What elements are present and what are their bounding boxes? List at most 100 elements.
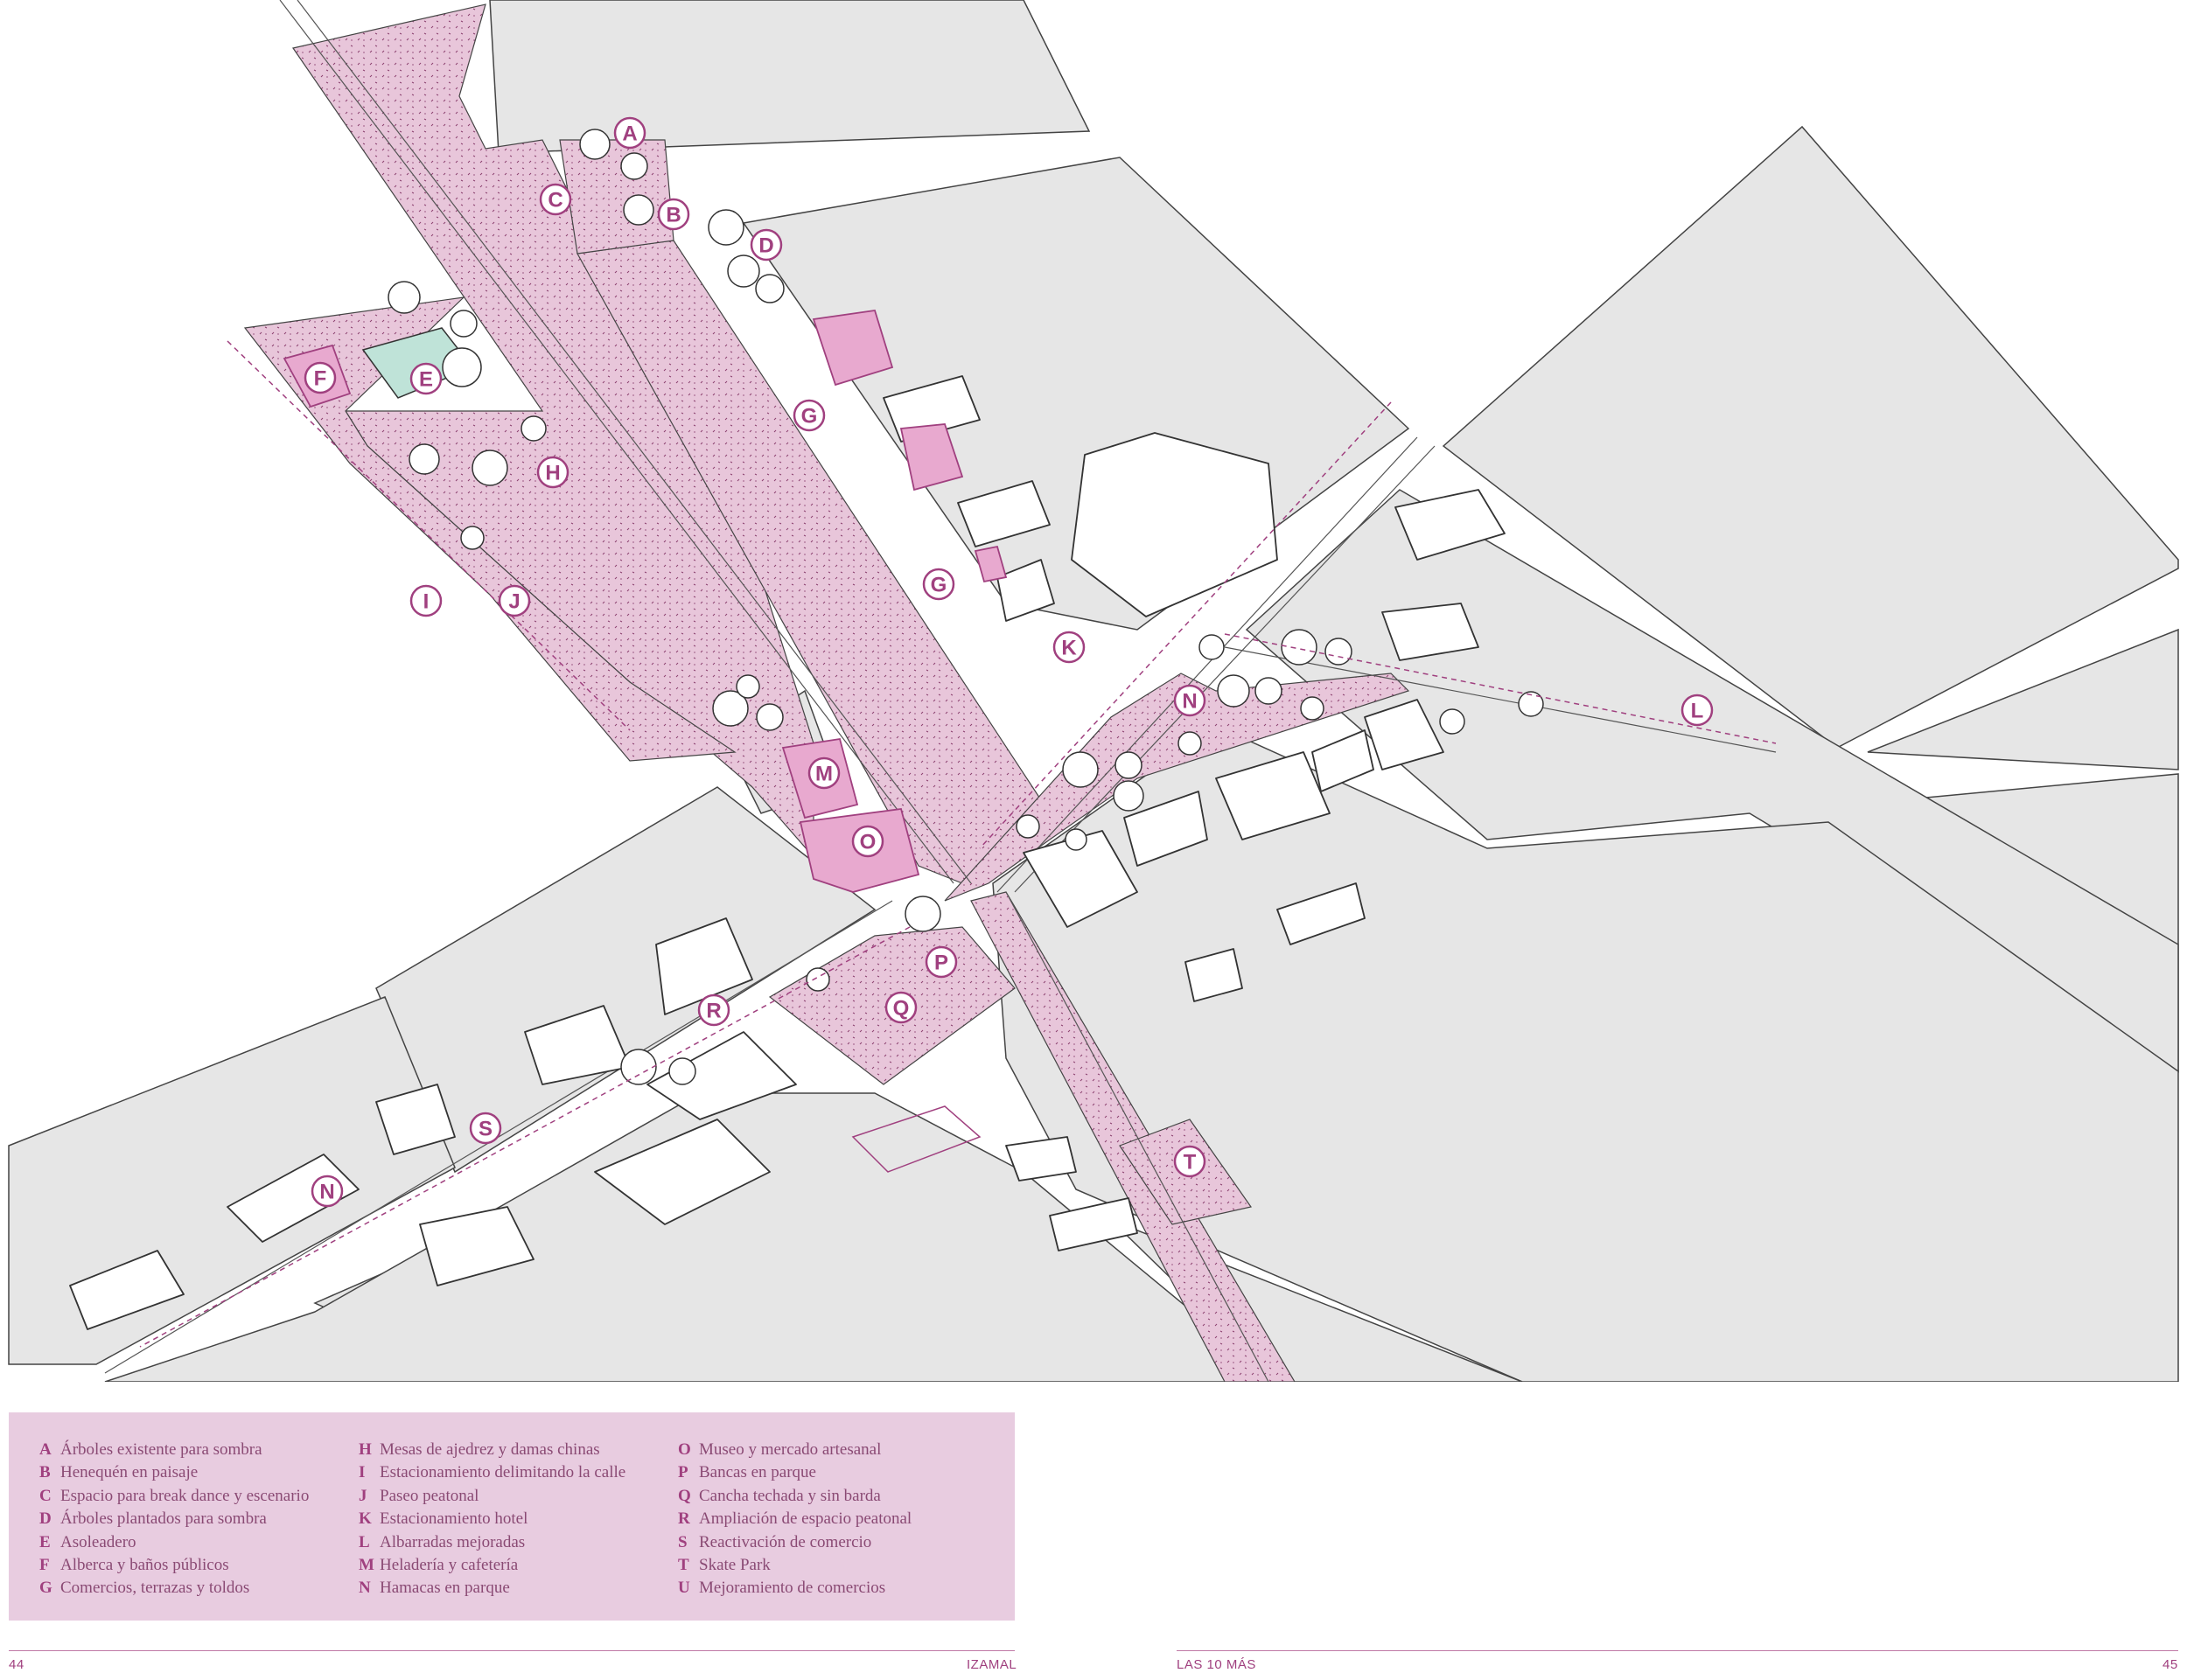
map-label-g: G (793, 399, 826, 432)
legend-key: M (359, 1555, 374, 1574)
map-label-n: N (311, 1175, 344, 1208)
map-label-letter: B (666, 204, 681, 227)
map-label-j: J (498, 584, 531, 617)
map-label-letter: I (423, 590, 430, 614)
legend-item-q: Q Cancha techada y sin barda (678, 1485, 912, 1508)
legend-key: F (39, 1555, 50, 1574)
legend-text: Árboles plantados para sombra (60, 1509, 267, 1529)
legend-text: Estacionamiento delimitando la calle (380, 1463, 626, 1482)
legend-text: Comercios, terrazas y toldos (60, 1579, 250, 1598)
map-label-d: D (750, 228, 783, 261)
legend-text: Asoleadero (60, 1532, 136, 1551)
legend-key: T (678, 1555, 689, 1574)
map-label-letter: H (545, 462, 560, 485)
legend-text: Espacio para break dance y escenario (60, 1486, 310, 1505)
legend-text: Hamacas en parque (380, 1579, 510, 1598)
legend-item-s: S Reactivación de comercio (678, 1531, 912, 1554)
map-label-p: P (925, 945, 958, 979)
map-label-letter: G (931, 574, 947, 597)
map-label-letter: J (508, 590, 520, 614)
legend-key: Q (678, 1486, 691, 1505)
map-label-letter: F (314, 367, 327, 391)
legend-item-g: G Comercios, terrazas y toldos (39, 1577, 309, 1600)
legend-key: U (678, 1579, 690, 1598)
map-label-h: H (536, 456, 569, 489)
legend-item-m: M Heladería y cafetería (359, 1554, 625, 1577)
map-label-k: K (1052, 631, 1086, 664)
map-label-t: T (1173, 1145, 1206, 1178)
map-label-letter: A (622, 122, 637, 146)
map-label-f: F (304, 361, 337, 394)
legend-text: Heladería y cafetería (380, 1555, 519, 1574)
legend-item-n: N Hamacas en parque (359, 1577, 625, 1600)
legend-item-b: B Henequén en paisaje (39, 1461, 309, 1484)
legend-item-u: U Mejoramiento de comercios (678, 1577, 912, 1600)
map-label-s: S (469, 1112, 502, 1145)
map-label-b: B (657, 198, 690, 231)
legend-key: R (678, 1509, 690, 1529)
legend-text: Henequén en paisaje (60, 1463, 199, 1482)
legend-text: Bancas en parque (699, 1463, 816, 1482)
legend-key: O (678, 1440, 691, 1459)
legend-text: Ampliación de espacio peatonal (699, 1509, 912, 1529)
legend-key: A (39, 1440, 52, 1459)
map-label-g: G (922, 568, 955, 601)
court-outline (851, 1105, 982, 1173)
map-label-letter: S (479, 1118, 493, 1141)
legend-text: Cancha techada y sin barda (699, 1486, 881, 1505)
map-label-letter: N (1182, 690, 1197, 714)
legend-text: Mesas de ajedrez y damas chinas (380, 1440, 600, 1459)
dashed-boundaries (139, 340, 1777, 1348)
map-label-n: N (1173, 684, 1206, 717)
legend-text: Árboles existente para sombra (60, 1440, 262, 1459)
map-label-a: A (613, 116, 646, 150)
running-title-right: LAS 10 MÁS (1177, 1657, 1256, 1672)
map-label-letter: E (419, 368, 433, 392)
map-label-i: I (409, 584, 443, 617)
map-label-m: M (807, 756, 841, 790)
legend-key: N (359, 1579, 371, 1598)
legend-key: K (359, 1509, 372, 1529)
legend-text: Museo y mercado artesanal (699, 1440, 882, 1459)
running-title-left: IZAMAL (967, 1657, 1017, 1672)
legend-item-a: A Árboles existente para sombra (39, 1439, 309, 1461)
legend-key: I (359, 1463, 366, 1482)
map-label-q: Q (884, 991, 918, 1024)
legend-key: S (678, 1532, 688, 1551)
map-label-letter: T (1184, 1151, 1197, 1175)
map-label-letter: Q (893, 997, 910, 1021)
map-label-letter: L (1691, 700, 1704, 723)
legend-key: E (39, 1532, 51, 1551)
legend-key: P (678, 1463, 688, 1482)
page-number-left: 44 (9, 1657, 24, 1672)
legend-key: G (39, 1579, 52, 1598)
legend-item-i: I Estacionamiento delimitando la calle (359, 1461, 625, 1484)
legend-text: Mejoramiento de comercios (699, 1579, 886, 1598)
map-label-l: L (1680, 694, 1714, 727)
map-label-letter: N (319, 1181, 334, 1204)
map-label-letter: G (801, 405, 818, 429)
legend-item-p: P Bancas en parque (678, 1461, 912, 1484)
map-label-letter: R (706, 1000, 721, 1023)
city-blocks (8, 0, 2179, 1382)
legend-text: Paseo peatonal (380, 1486, 479, 1505)
map-label-r: R (697, 993, 730, 1027)
legend-key: B (39, 1463, 51, 1482)
map-label-e: E (409, 362, 443, 395)
legend-item-o: O Museo y mercado artesanal (678, 1439, 912, 1461)
footer-rule-left (9, 1650, 1015, 1651)
legend-text: Albarradas mejoradas (380, 1532, 526, 1551)
map-label-letter: M (815, 763, 833, 786)
legend-text: Reactivación de comercio (699, 1532, 872, 1551)
